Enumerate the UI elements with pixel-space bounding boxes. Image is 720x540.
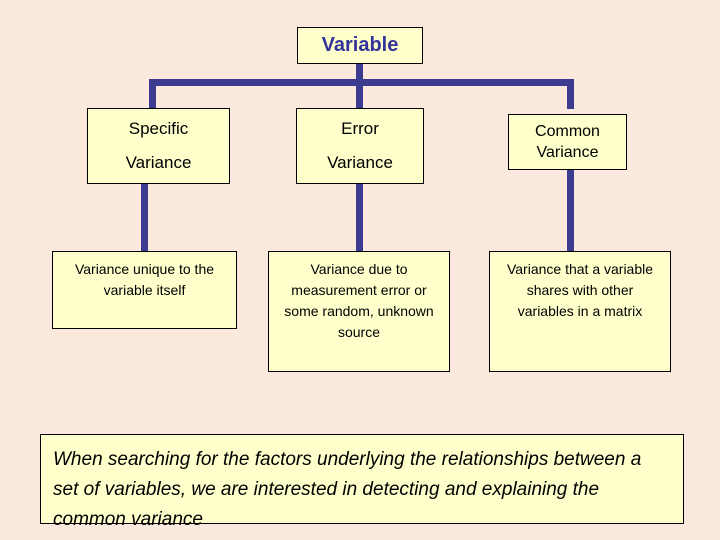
node-error-variance-line1: Error (341, 119, 379, 138)
description-error-variance: Variance due to measurement error or som… (268, 251, 450, 372)
connector-drop-specific (149, 79, 156, 109)
connector-common-to-description (567, 170, 574, 252)
connector-error-to-description (356, 184, 363, 252)
connector-drop-error (356, 79, 363, 109)
description-specific-variance-text: Variance unique to the variable itself (74, 261, 215, 298)
connector-root-stem (356, 62, 363, 84)
connector-drop-common (567, 79, 574, 109)
node-variable-label: Variable (321, 34, 399, 56)
description-error-variance-text: Variance due to measurement error or som… (284, 261, 434, 340)
summary-text: When searching for the factors underlyin… (53, 449, 642, 530)
node-variable: Variable (297, 27, 423, 64)
node-common-variance: Common Variance (508, 114, 627, 170)
node-error-variance-line2: Variance (327, 153, 393, 172)
description-common-variance: Variance that a variable shares with oth… (489, 251, 671, 372)
node-specific-variance-line1: Specific (128, 119, 189, 138)
node-specific-variance: Specific Variance (87, 108, 230, 184)
node-common-variance-line1: Common (535, 123, 600, 140)
node-common-variance-line2: Variance (536, 144, 599, 161)
node-specific-variance-line2: Variance (125, 153, 192, 172)
summary-box: When searching for the factors underlyin… (40, 434, 684, 530)
connector-specific-to-description (141, 184, 148, 252)
description-specific-variance: Variance unique to the variable itself (52, 251, 237, 329)
description-common-variance-text: Variance that a variable shares with oth… (506, 261, 654, 319)
node-error-variance: Error Variance (296, 108, 424, 184)
